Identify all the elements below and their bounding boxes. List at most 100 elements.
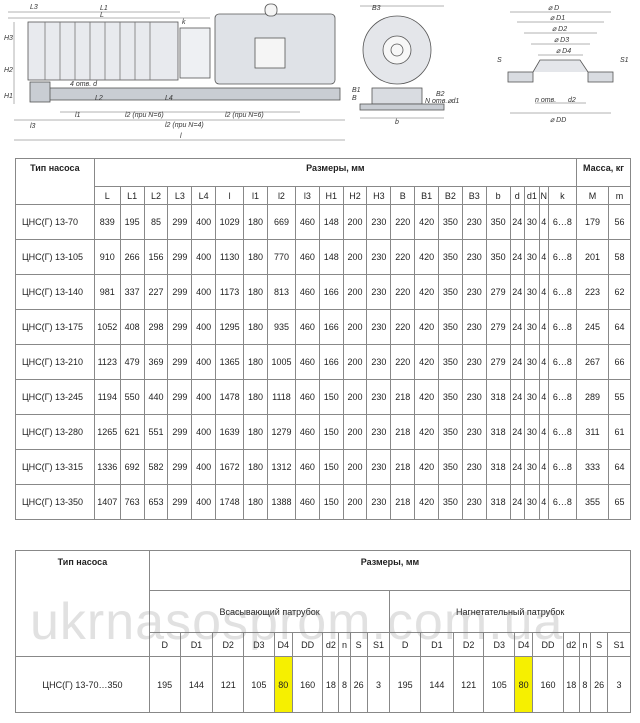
table-cell: 1312 (266, 449, 296, 485)
column-header: n (338, 632, 351, 657)
column-header: m (608, 186, 631, 205)
column-header: k (547, 186, 577, 205)
table-cell: 4 (538, 239, 549, 275)
column-header: H3 (366, 186, 392, 205)
table-cell: 105 (243, 656, 275, 713)
table-cell: 318 (485, 449, 511, 485)
table-cell: 279 (485, 344, 511, 380)
table-cell: 1295 (215, 309, 245, 345)
table-cell: 1748 (215, 484, 245, 520)
column-header: N (538, 186, 549, 205)
table-cell: 30 (524, 239, 540, 275)
table-cell: 1407 (93, 484, 121, 520)
table-cell: 200 (342, 379, 368, 415)
table-cell: 910 (93, 239, 121, 275)
table-cell: 64 (608, 309, 631, 345)
table-cell: 180 (243, 274, 268, 310)
table-cell: 230 (366, 379, 392, 415)
pump-front-view (359, 5, 445, 119)
table-cell: 1672 (215, 449, 245, 485)
table-cell: 6…8 (547, 344, 577, 380)
table-cell: 350 (485, 239, 511, 275)
table-cell: 85 (143, 204, 169, 240)
table-cell: 350 (438, 414, 463, 450)
column-header: d1 (524, 186, 540, 205)
table-cell: 400 (191, 344, 217, 380)
table-cell: 4 (538, 344, 549, 380)
table-cell: 18 (322, 656, 340, 713)
table-cell: 150 (318, 414, 344, 450)
table-cell: 763 (119, 484, 145, 520)
table-cell: 30 (524, 204, 540, 240)
table-cell: 220 (390, 344, 416, 380)
table-cell: 279 (485, 309, 511, 345)
table-cell: 230 (461, 344, 487, 380)
column-header: D1 (419, 632, 454, 657)
pump-type-cell: ЦНС(Г) 13-315 (15, 449, 95, 485)
technical-drawing: L3 L1 L H3 H2 H1 k 4 отв. d L2 L4 l1 l2 … (4, 3, 629, 141)
table-cell: 200 (342, 484, 368, 520)
table-cell: 4 (538, 204, 549, 240)
column-header: B1 (414, 186, 440, 205)
pump-type-cell: ЦНС(Г) 13-280 (15, 414, 95, 450)
column-header: n (578, 632, 592, 657)
table-cell: 180 (243, 484, 268, 520)
label-D: ⌀ D (548, 5, 559, 12)
table-cell: 400 (191, 204, 217, 240)
table-cell: 935 (266, 309, 296, 345)
discharge-header: Нагнетательный патрубок (389, 590, 631, 633)
table-cell: 195 (148, 656, 181, 713)
table-cell: 420 (414, 414, 440, 450)
table-cell: 26 (349, 656, 368, 713)
label-H3: H3 (4, 35, 13, 42)
column-header: D (148, 632, 181, 657)
table-cell: 420 (414, 379, 440, 415)
table-cell: 1194 (93, 379, 121, 415)
column-header: B (390, 186, 416, 205)
table-cell: 669 (266, 204, 296, 240)
label-S: S (497, 57, 502, 64)
table-cell: 420 (414, 449, 440, 485)
table-cell: 26 (590, 656, 609, 713)
table-cell: 420 (414, 344, 440, 380)
column-header: b (485, 186, 511, 205)
column-header: S1 (607, 632, 631, 657)
table-cell: 1265 (93, 414, 121, 450)
table-cell: 24 (509, 344, 526, 380)
pump-type-cell: ЦНС(Г) 13-350 (15, 484, 95, 520)
table-cell: 30 (524, 484, 540, 520)
table-cell: 180 (243, 239, 268, 275)
table-cell: 3 (607, 656, 631, 713)
table-cell: 400 (191, 484, 217, 520)
table-cell: 200 (342, 239, 368, 275)
table-cell: 1005 (266, 344, 296, 380)
table-cell: 220 (390, 309, 416, 345)
table-cell: 337 (119, 274, 145, 310)
table-cell: 692 (119, 449, 145, 485)
column-header: S1 (366, 632, 391, 657)
column-header: H1 (318, 186, 344, 205)
label-H1: H1 (4, 93, 13, 100)
column-header: D2 (212, 632, 245, 657)
table-cell: 299 (167, 309, 193, 345)
table-cell: 24 (509, 274, 526, 310)
table-cell: 121 (452, 656, 485, 713)
table-cell: 30 (524, 414, 540, 450)
label-D3: ⌀ D3 (554, 37, 569, 44)
table-cell: 6…8 (547, 309, 577, 345)
column-header: L (93, 186, 121, 205)
table-cell: 4 (538, 379, 549, 415)
table-cell: 440 (143, 379, 169, 415)
label-B1: B1 (352, 87, 361, 94)
column-header: d2 (562, 632, 580, 657)
table-cell: 180 (243, 204, 268, 240)
table-cell: 350 (438, 484, 463, 520)
label-D4: ⌀ D4 (556, 48, 571, 55)
table-cell: 245 (575, 309, 610, 345)
table-cell: 318 (485, 484, 511, 520)
table-cell: 218 (390, 449, 416, 485)
table-cell: 279 (485, 274, 511, 310)
dimension-lines (8, 11, 345, 141)
